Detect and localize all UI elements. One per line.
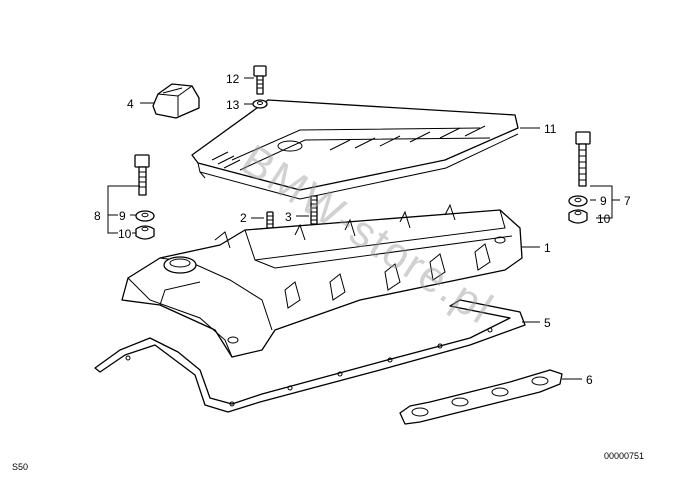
left-washer-9	[135, 210, 155, 222]
right-bolt-assembly	[568, 131, 591, 224]
callout-3: 3	[285, 210, 292, 224]
callout-10-right: 10	[597, 212, 611, 226]
callout-4: 4	[127, 97, 134, 111]
callout-13: 13	[226, 98, 240, 112]
callout-11: 11	[544, 122, 557, 136]
part-11-cover-plate	[191, 99, 519, 200]
callout-1: 1	[544, 241, 551, 255]
part-12-bolt	[253, 65, 267, 95]
part-6-gasket-strip	[399, 369, 563, 425]
leader-lines	[107, 77, 620, 380]
part-2-stud	[266, 211, 274, 229]
callout-6: 6	[586, 373, 593, 387]
page-code: S50	[12, 462, 29, 472]
left-bolt-assembly	[134, 154, 155, 240]
callout-labels: 12 13 4 11 7 9 10 8 9 10 2 3 1 5 6	[94, 72, 631, 387]
left-grommet-10	[135, 225, 155, 240]
callout-9-left: 9	[119, 209, 126, 223]
callout-7: 7	[624, 194, 631, 208]
callout-8: 8	[94, 209, 101, 223]
part-1-valve-cover	[121, 203, 523, 358]
part-4-filler-cap	[152, 83, 200, 119]
diagram-number: 00000751	[604, 451, 645, 461]
part-3-stud	[310, 195, 318, 225]
right-grommet-10	[568, 209, 588, 224]
part-5-gasket	[94, 299, 526, 413]
right-washer-9	[568, 195, 588, 207]
callout-10-left: 10	[118, 227, 132, 241]
callout-2: 2	[240, 211, 247, 225]
callout-5: 5	[544, 316, 551, 330]
callout-12: 12	[226, 72, 240, 86]
callout-9-right: 9	[600, 194, 607, 208]
part-13-washer	[252, 99, 268, 109]
